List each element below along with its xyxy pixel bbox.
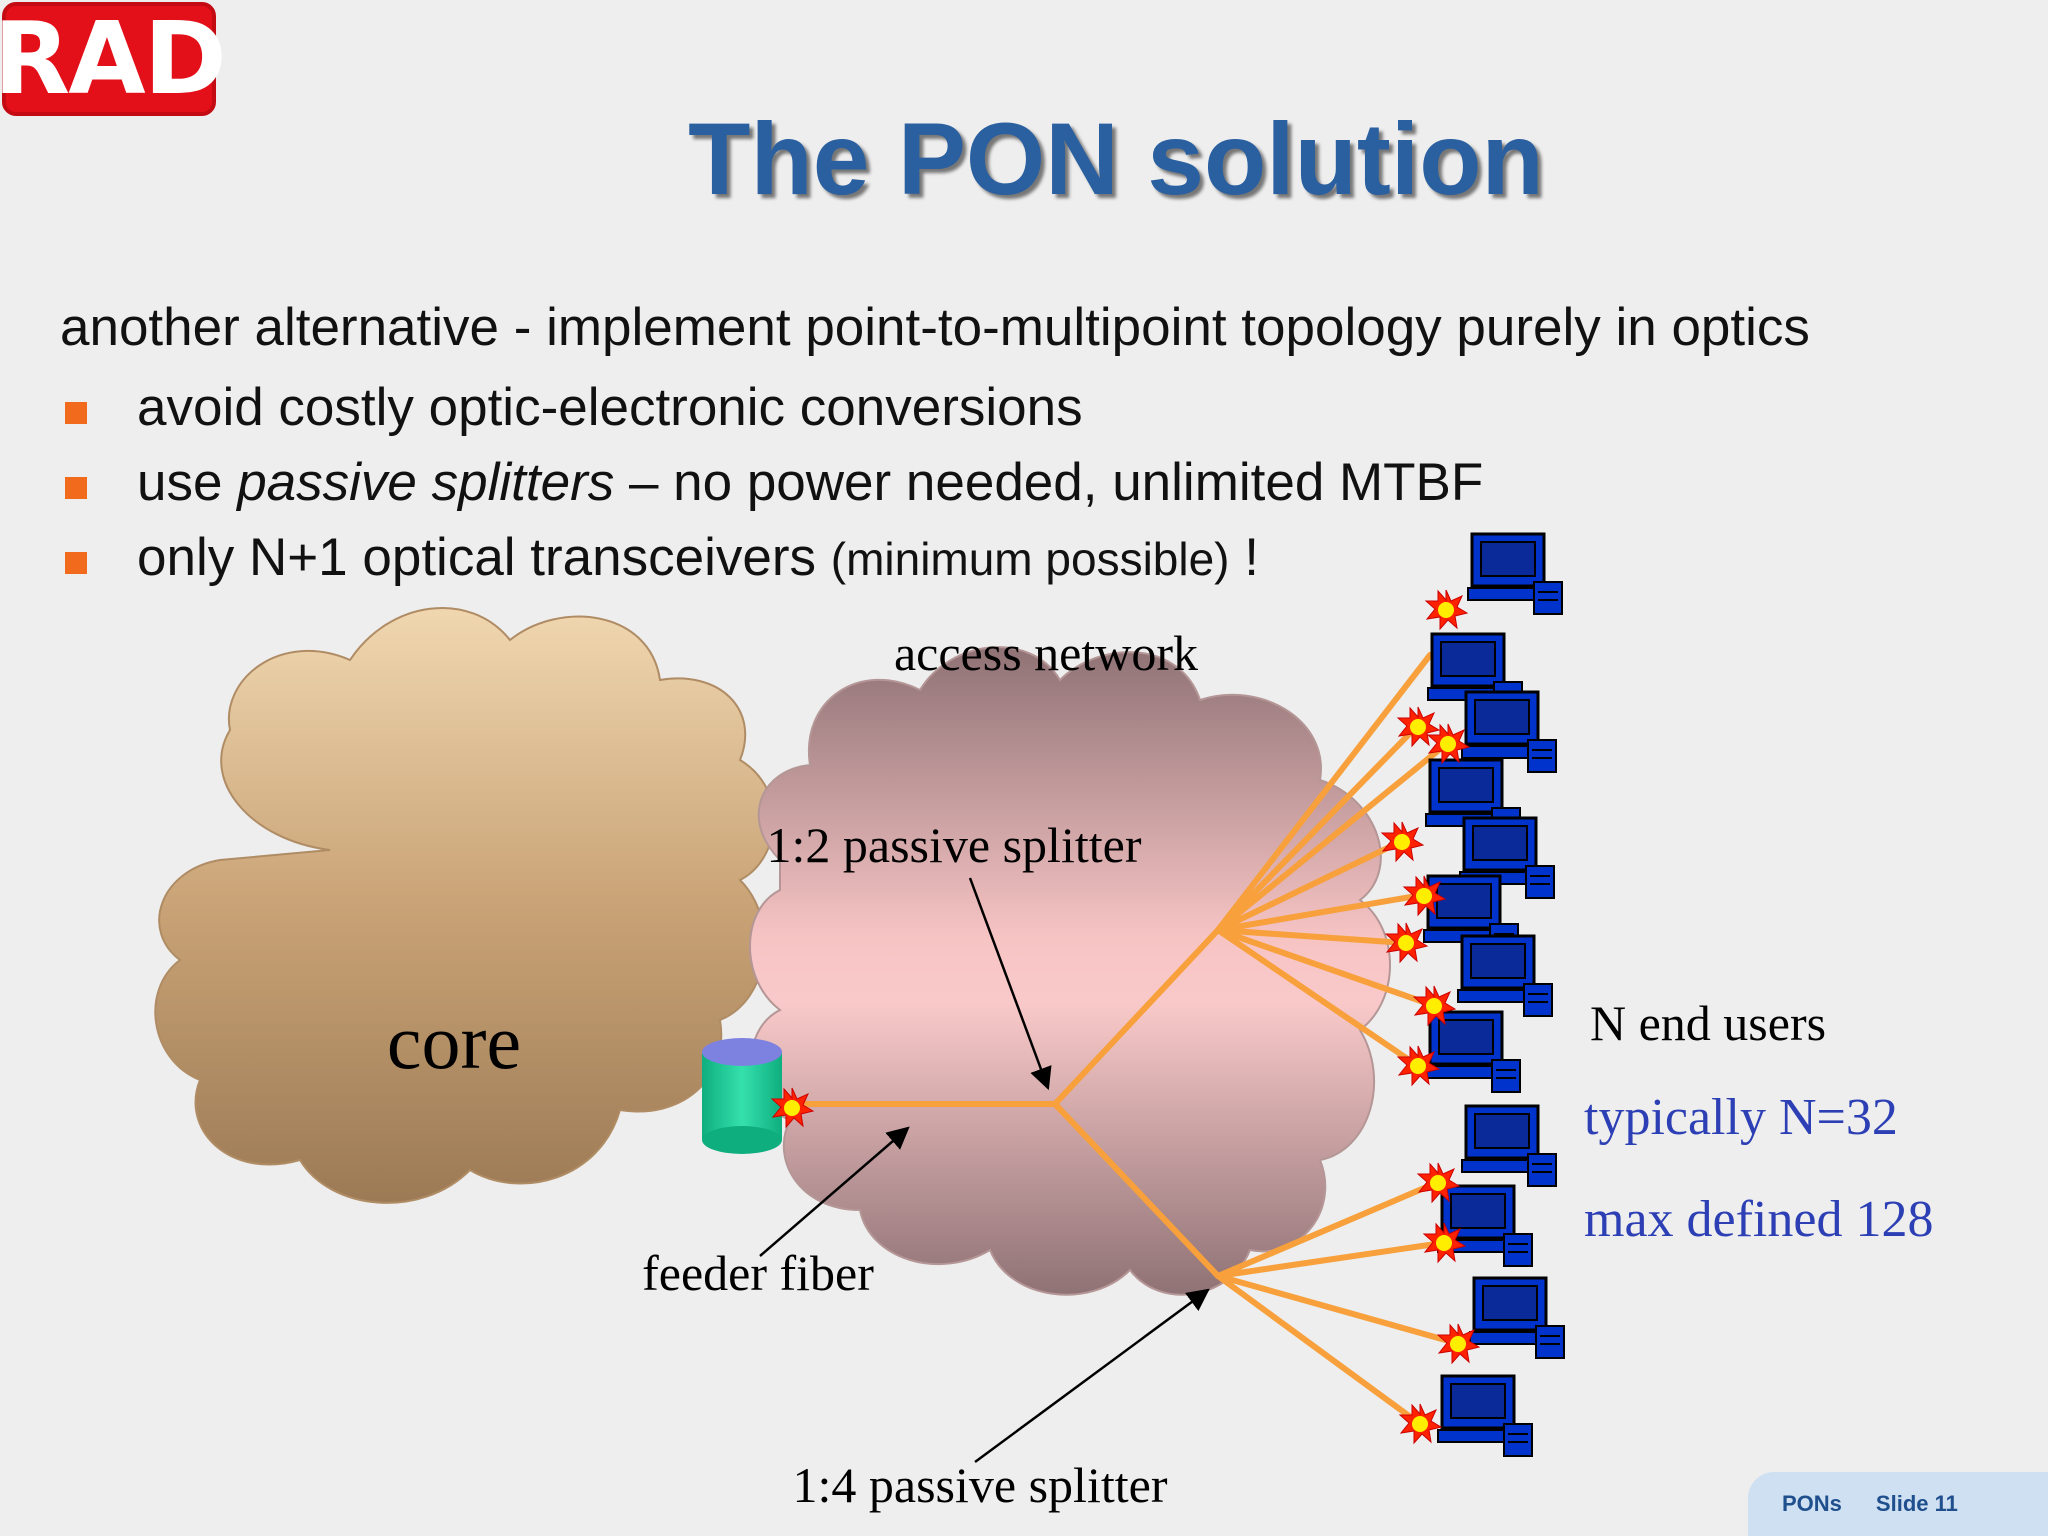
splitter-1-2-label: 1:2 passive splitter <box>767 817 1142 873</box>
feeder-fiber-label: feeder fiber <box>642 1245 874 1301</box>
terminal-icon <box>1466 532 1564 616</box>
bullet-item: avoid costly optic-electronic conversion… <box>62 376 1483 451</box>
typical-n-label: typically N=32 <box>1584 1089 1898 1146</box>
splitter-1-4-label: 1:4 passive splitter <box>793 1457 1168 1513</box>
bullet-text-pre: only N+1 optical transceivers <box>137 528 831 587</box>
annotation-arrows <box>759 877 1210 1464</box>
footer-section: PONs <box>1782 1491 1842 1516</box>
terminal-icon <box>1460 1104 1558 1188</box>
fiber-network <box>787 652 1459 1427</box>
core-cloud <box>154 607 775 1204</box>
bullet-text-pre: use <box>137 453 238 512</box>
bullet-square-icon <box>65 402 87 424</box>
splitter-1-2-arrow <box>968 877 1052 1091</box>
bullet-text-post: ! <box>1229 528 1259 587</box>
bullet-text: avoid costly optic-electronic conversion… <box>137 378 1083 437</box>
slide-title: The PON solution <box>688 102 1544 216</box>
bullet-item: only N+1 optical transceivers (minimum p… <box>62 526 1483 601</box>
splitter-1-4-arrow <box>974 1288 1210 1464</box>
bullet-square-icon <box>65 552 87 574</box>
bullet-item: use passive splitters – no power needed,… <box>62 451 1483 526</box>
footer-slide-number: Slide 11 <box>1875 1491 1958 1516</box>
bullet-list: avoid costly optic-electronic conversion… <box>62 376 1483 601</box>
transceiver-star-icon <box>1381 821 1424 862</box>
rad-logo: RAD <box>0 0 227 117</box>
transceiver-star-icon <box>1425 589 1468 630</box>
core-label: core <box>387 998 521 1085</box>
transceiver-star-icon <box>1399 1403 1442 1444</box>
branch-lower <box>1052 1101 1221 1279</box>
terminal-icon <box>1456 934 1554 1018</box>
bullet-text-italic: passive splitters <box>237 453 615 512</box>
olt-cylinder <box>702 1038 782 1154</box>
branch-upper <box>1052 927 1221 1107</box>
bullet-text-post: – no power needed, unlimited MTBF <box>614 453 1484 512</box>
access-network-cloud <box>749 646 1391 1296</box>
feeder-fiber-arrow <box>759 1126 910 1257</box>
terminal-icon <box>1436 1374 1534 1458</box>
terminal-icon <box>1468 1276 1566 1360</box>
slide-footer: PONs Slide 11 <box>1748 1472 2048 1536</box>
end-users-label: N end users <box>1590 995 1826 1051</box>
drop-fibers-upper <box>1215 652 1448 1069</box>
terminal-icon <box>1424 1010 1522 1094</box>
bullet-text-small: (minimum possible) <box>830 533 1230 585</box>
drop-fibers-lower <box>1215 1180 1459 1427</box>
access-network-label: access network <box>894 625 1198 681</box>
max-defined-label: max defined 128 <box>1584 1191 1933 1248</box>
bullet-square-icon <box>65 477 87 499</box>
intro-text: another alternative - implement point-to… <box>60 298 1810 357</box>
